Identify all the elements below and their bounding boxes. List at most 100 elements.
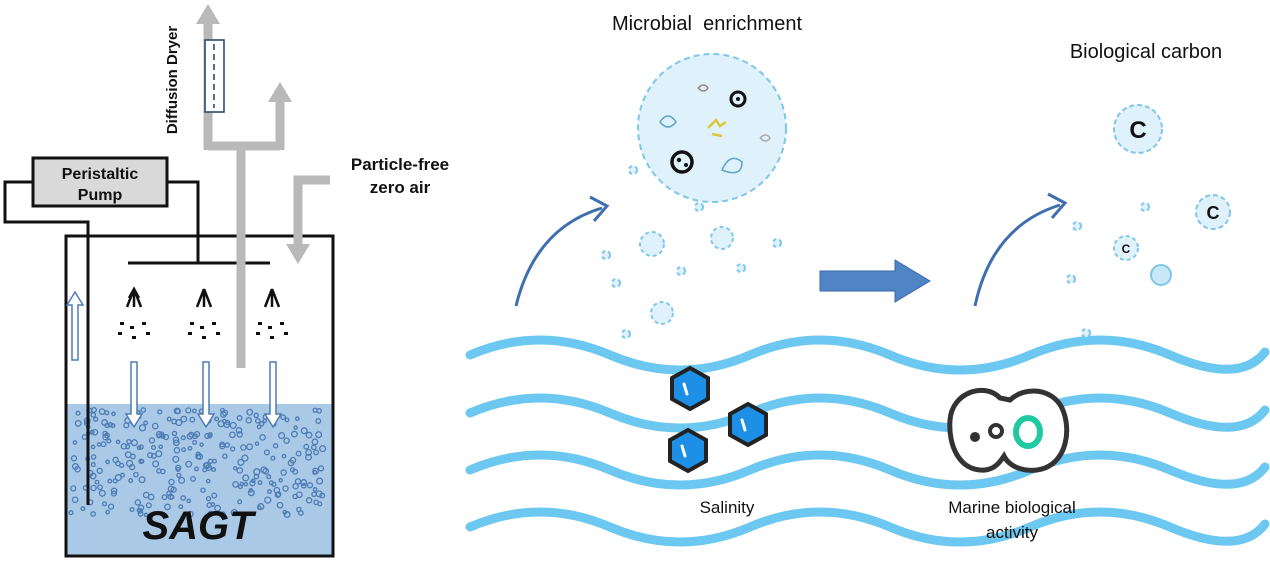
bubble [158, 444, 164, 450]
bubble [138, 476, 146, 484]
bubble [282, 485, 289, 492]
bubble [80, 506, 86, 512]
bubble [75, 410, 81, 416]
bubble [175, 464, 182, 471]
zero-air-inlet-arrow [293, 175, 330, 246]
marine-label-line2: activity [986, 523, 1038, 542]
bubble [236, 467, 244, 474]
bubble [138, 424, 147, 432]
bubble [124, 451, 132, 459]
bubble [157, 409, 163, 415]
bubble [311, 438, 319, 446]
bubble [306, 482, 314, 489]
bubble [222, 453, 228, 459]
bubble [152, 460, 160, 468]
zero-air-label-line2: zero air [370, 178, 431, 197]
bubble [246, 443, 254, 451]
bubble [115, 439, 121, 445]
liquid-down-arrows [124, 361, 283, 429]
bubble [272, 443, 279, 449]
sea-waves [465, 335, 1270, 547]
cell-dot-small [970, 432, 980, 442]
bubble [189, 416, 196, 423]
peristaltic-pump [31, 156, 169, 208]
bubble [97, 484, 103, 491]
bubble [262, 418, 267, 424]
bubble [316, 477, 324, 485]
bubble [313, 499, 319, 506]
bubble [129, 507, 135, 513]
bubble [195, 451, 201, 457]
zero-air-label-line1: Particle-free [351, 155, 449, 174]
hexagon-highlights [680, 382, 747, 458]
bubble [270, 455, 276, 461]
bubble [315, 490, 323, 498]
bubble [293, 425, 298, 430]
bubble [114, 474, 122, 482]
bubble [172, 436, 180, 444]
bubble [242, 474, 250, 482]
bubble [310, 444, 317, 451]
bubble [175, 466, 181, 473]
bubble [236, 431, 243, 438]
bubble [199, 442, 204, 447]
bubble [70, 455, 78, 462]
dryer-label: Diffusion Dryer [164, 26, 181, 135]
bubble [295, 491, 303, 499]
bubble [300, 427, 308, 435]
air-arrow-heads [196, 4, 292, 102]
bubble [313, 449, 320, 456]
bubble [191, 408, 197, 414]
bubble [249, 480, 256, 487]
bubble [223, 421, 231, 429]
apparatus-panel: Peristaltic Pump [3, 4, 449, 558]
bubble [185, 407, 192, 414]
bubble [89, 472, 97, 480]
bubble [137, 504, 145, 511]
bubble [315, 418, 322, 424]
bubble [238, 484, 243, 490]
bubble [220, 511, 226, 517]
carbon-particle-icon [1113, 104, 1231, 286]
bubble [171, 430, 178, 437]
bubble [195, 453, 202, 460]
bubble [101, 501, 108, 507]
bubble [247, 489, 255, 497]
pump-label-line2: Pump [78, 187, 123, 204]
bubble [207, 433, 213, 439]
transition-block-arrow [819, 259, 931, 303]
pump-tubing-right [167, 180, 200, 263]
bubble [210, 502, 216, 507]
bubble [138, 458, 144, 465]
bubble [138, 444, 144, 450]
bubble [68, 510, 74, 516]
bubble [264, 496, 272, 504]
bubble [194, 466, 199, 472]
bubble [150, 444, 157, 451]
bubble [257, 503, 265, 511]
bubble [105, 509, 110, 515]
bubble [90, 484, 97, 492]
bubble [254, 417, 261, 424]
bubble [160, 433, 166, 439]
bubble [253, 412, 259, 419]
bubble [221, 409, 229, 417]
bubble [292, 482, 299, 490]
bubble [282, 509, 288, 515]
bubble [161, 494, 168, 501]
bubble [192, 439, 198, 445]
bubble [190, 475, 196, 482]
bubble [248, 488, 254, 493]
liquid-up-arrow [65, 290, 85, 361]
bubble [259, 434, 266, 441]
bubble [185, 460, 193, 468]
bubble [219, 441, 226, 448]
bubble [133, 471, 139, 478]
microbial-cell-icon [947, 387, 1070, 473]
bubble [74, 465, 81, 473]
bubble [235, 427, 243, 434]
bubble [90, 444, 96, 450]
bubble [130, 439, 138, 447]
bubble [278, 432, 286, 440]
